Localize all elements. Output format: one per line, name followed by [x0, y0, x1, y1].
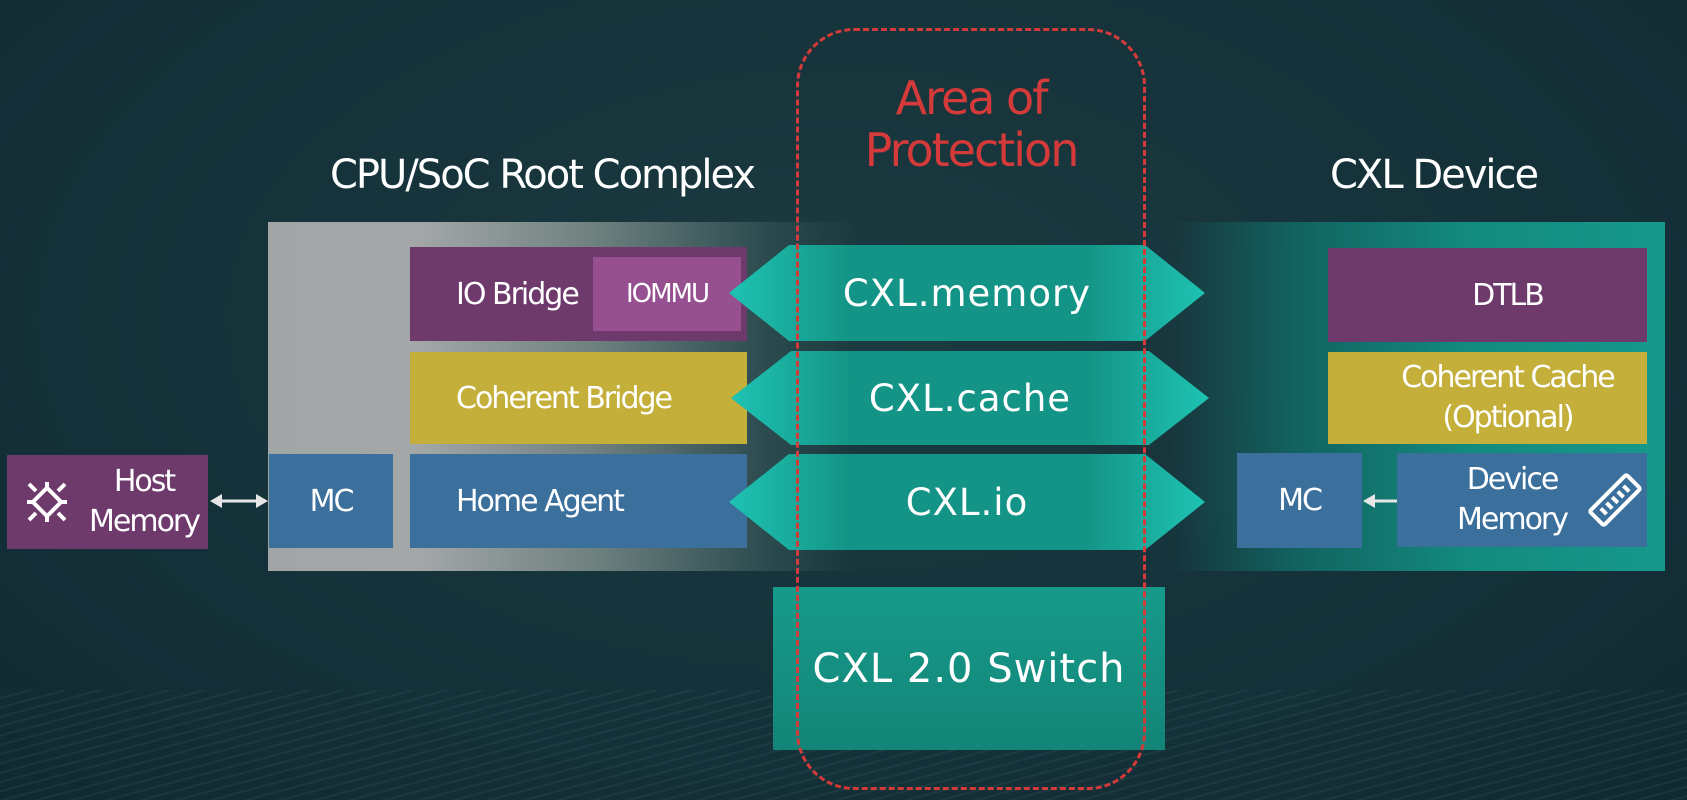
host-memory-block: Host Memory [7, 455, 208, 549]
coherent-cache-block: Coherent Cache (Optional) [1328, 352, 1647, 444]
home-agent-label: Home Agent [456, 483, 625, 519]
host-mc-label: MC [309, 483, 355, 519]
area-of-protection-outline [796, 28, 1146, 790]
host-memory-line1: Host [113, 464, 176, 499]
cxl-switch-label: CXL 2.0 Switch [812, 645, 1126, 692]
coherent-bridge-block: Coherent Bridge [410, 352, 747, 444]
home-agent-block: Home Agent [410, 454, 747, 548]
host-title: CPU/SoC Root Complex [330, 152, 756, 198]
coherent-bridge-label: Coherent Bridge [456, 380, 673, 416]
device-memory-label: Device Memory [1457, 460, 1569, 540]
protection-line1: Area of [895, 71, 1049, 125]
coherent-cache-line1: Coherent Cache [1401, 360, 1616, 395]
memory-stick-icon [1588, 473, 1642, 527]
dtlb-block: DTLB [1328, 248, 1647, 342]
coherent-cache-label: Coherent Cache (Optional) [1401, 358, 1616, 438]
iommu-label: IOMMU [625, 279, 710, 309]
io-bridge-label: IO Bridge [456, 276, 580, 312]
device-memory-line1: Device [1466, 462, 1560, 497]
device-mc-block: MC [1237, 453, 1362, 548]
host-mc-block: MC [269, 454, 393, 548]
cxl-cache-link: CXL.cache [731, 351, 1209, 445]
cxl-switch-block: CXL 2.0 Switch [773, 587, 1165, 750]
cxl-memory-link: CXL.memory [729, 245, 1205, 341]
cxl-io-link: CXL.io [729, 454, 1205, 550]
cxl-memory-label: CXL.memory [842, 271, 1092, 315]
device-memory-block: Device Memory [1397, 453, 1647, 547]
device-mc-label: MC [1278, 483, 1323, 518]
coherent-cache-line2: (Optional) [1442, 400, 1574, 435]
chip-icon [27, 482, 67, 522]
host-memory-arrow [210, 494, 268, 508]
device-memory-line2: Memory [1457, 502, 1569, 537]
cxl-cache-label: CXL.cache [868, 376, 1072, 420]
cxl-io-label: CXL.io [905, 480, 1029, 524]
dtlb-label: DTLB [1472, 277, 1545, 313]
iommu-block: IOMMU [593, 257, 741, 331]
host-memory-label: Host Memory [89, 462, 201, 542]
device-title: CXL Device [1330, 152, 1539, 198]
host-memory-line2: Memory [89, 504, 201, 539]
protection-line2: Protection [864, 123, 1080, 177]
area-of-protection-title: Area of Protection [796, 72, 1146, 176]
